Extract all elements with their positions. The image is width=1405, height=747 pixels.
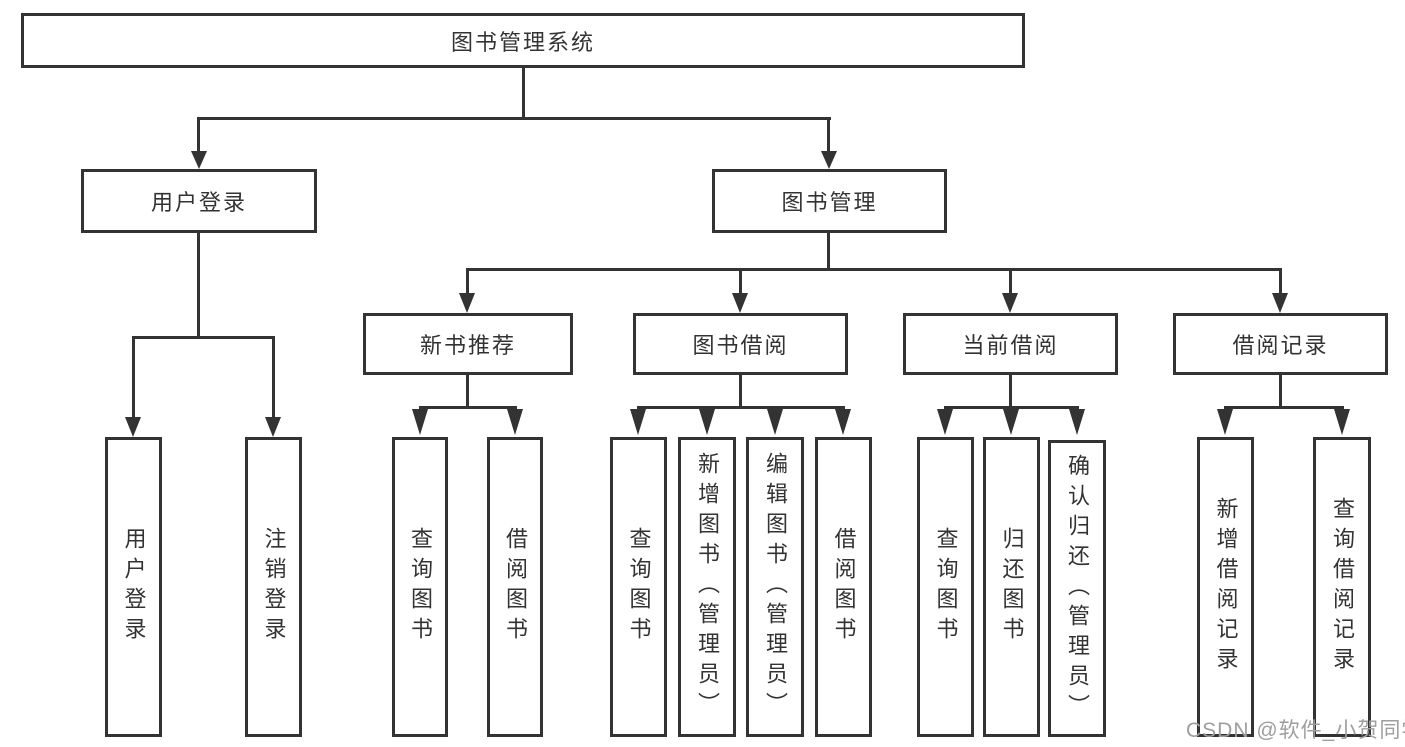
leaf-nb-query-books: 查询图书 xyxy=(392,437,448,737)
connector-level3-horizontal xyxy=(466,268,1282,271)
leaf-br-query-record: 查询借阅记录 xyxy=(1313,437,1371,737)
arrow-to-nb-query xyxy=(412,409,428,435)
node-current-borrow-label: 当前借阅 xyxy=(962,333,1059,358)
connector-user-login-stub xyxy=(197,117,200,153)
connector-book-borrow-vertical xyxy=(739,375,742,408)
leaf-bb-query-books-label: 查询图书 xyxy=(626,527,652,647)
node-current-borrow: 当前借阅 xyxy=(903,313,1118,375)
leaf-cb-return-books-label: 归还图书 xyxy=(999,527,1025,647)
leaf-cb-confirm-return-admin-label: 确认归还（管理员） xyxy=(1065,453,1090,724)
connector-level2-horizontal xyxy=(197,117,831,120)
leaf-bb-add-books-admin-label: 新增图书（管理员） xyxy=(695,452,720,722)
arrow-to-book-borrow xyxy=(732,293,748,313)
leaf-br-query-record-label: 查询借阅记录 xyxy=(1330,497,1355,677)
arrow-to-cb-confirm xyxy=(1069,409,1085,435)
node-book-management-label: 图书管理 xyxy=(781,190,878,215)
connector-borrow-record-horizontal xyxy=(1224,406,1344,409)
leaf-bb-query-books: 查询图书 xyxy=(610,437,667,737)
arrow-to-leaf-login xyxy=(125,417,141,437)
node-new-book-recommend: 新书推荐 xyxy=(363,313,573,375)
node-user-login-label: 用户登录 xyxy=(150,190,247,215)
leaf-user-login-label: 用户登录 xyxy=(121,527,147,647)
leaf-user-login: 用户登录 xyxy=(105,437,162,737)
leaf-bb-add-books-admin: 新增图书（管理员） xyxy=(678,437,736,737)
arrow-to-bb-add xyxy=(699,409,715,435)
node-root-label: 图书管理系统 xyxy=(450,29,595,55)
connector-book-management-stub xyxy=(827,117,830,153)
connector-current-borrow-horizontal xyxy=(944,406,1079,409)
leaf-logout-label: 注销登录 xyxy=(261,527,287,647)
node-new-book-recommend-label: 新书推荐 xyxy=(419,333,516,358)
connector-book-management-vertical xyxy=(827,233,830,270)
arrow-to-br-add xyxy=(1217,409,1233,435)
leaf-cb-query-books-label: 查询图书 xyxy=(933,527,959,647)
node-borrow-record-label: 借阅记录 xyxy=(1232,333,1329,358)
connector-current-borrow-stub xyxy=(1009,268,1012,295)
node-book-borrow: 图书借阅 xyxy=(633,313,848,375)
arrow-to-bb-borrow xyxy=(835,409,851,435)
connector-new-book-stub xyxy=(466,268,469,295)
leaf-bb-borrow-books-label: 借阅图书 xyxy=(831,527,857,647)
arrow-to-current-borrow xyxy=(1002,293,1018,313)
leaf-cb-confirm-return-admin: 确认归还（管理员） xyxy=(1048,440,1106,737)
connector-book-borrow-horizontal xyxy=(637,406,845,409)
csdn-watermark: CSDN @软件_小贺同学 xyxy=(1186,719,1405,742)
node-borrow-record: 借阅记录 xyxy=(1173,313,1388,375)
connector-borrow-record-vertical xyxy=(1279,375,1282,408)
connector-new-book-vertical xyxy=(466,375,469,408)
leaf-nb-borrow-books-label: 借阅图书 xyxy=(503,527,528,647)
node-user-login: 用户登录 xyxy=(81,169,317,233)
arrow-to-cb-return xyxy=(1003,409,1019,435)
arrow-to-br-query xyxy=(1334,409,1350,435)
arrow-to-new-book xyxy=(459,293,475,313)
connector-borrow-record-stub xyxy=(1279,268,1282,295)
leaf-bb-borrow-books: 借阅图书 xyxy=(815,437,872,737)
arrow-to-cb-query xyxy=(937,409,953,435)
arrow-to-nb-borrow xyxy=(507,409,523,435)
leaf-cb-query-books: 查询图书 xyxy=(917,437,974,737)
leaf-cb-return-books: 归还图书 xyxy=(983,437,1040,737)
arrow-to-leaf-logout xyxy=(265,417,281,437)
arrow-to-bb-edit xyxy=(767,409,783,435)
node-book-management: 图书管理 xyxy=(712,169,947,233)
connector-leaf-login-stub xyxy=(132,336,135,417)
connector-user-login-vertical xyxy=(197,233,200,339)
leaf-br-add-record: 新增借阅记录 xyxy=(1197,437,1254,737)
connector-user-login-horizontal xyxy=(132,336,275,339)
leaf-nb-query-books-label: 查询图书 xyxy=(408,527,433,647)
leaf-logout: 注销登录 xyxy=(245,437,302,737)
arrow-to-user-login xyxy=(191,151,207,169)
leaf-nb-borrow-books: 借阅图书 xyxy=(487,437,543,737)
arrow-to-borrow-record xyxy=(1272,293,1288,313)
leaf-bb-edit-books-admin: 编辑图书（管理员） xyxy=(746,437,804,737)
connector-leaf-logout-stub xyxy=(272,336,275,417)
leaf-br-add-record-label: 新增借阅记录 xyxy=(1213,497,1239,677)
connector-book-borrow-stub xyxy=(739,268,742,295)
leaf-bb-edit-books-admin-label: 编辑图书（管理员） xyxy=(763,452,788,722)
node-root: 图书管理系统 xyxy=(21,13,1025,68)
arrow-to-book-management xyxy=(821,151,837,169)
connector-root-vertical xyxy=(522,68,525,119)
arrow-to-bb-query xyxy=(630,409,646,435)
connector-current-borrow-vertical xyxy=(1009,375,1012,408)
node-book-borrow-label: 图书借阅 xyxy=(692,333,789,358)
connector-new-book-horizontal xyxy=(419,406,517,409)
